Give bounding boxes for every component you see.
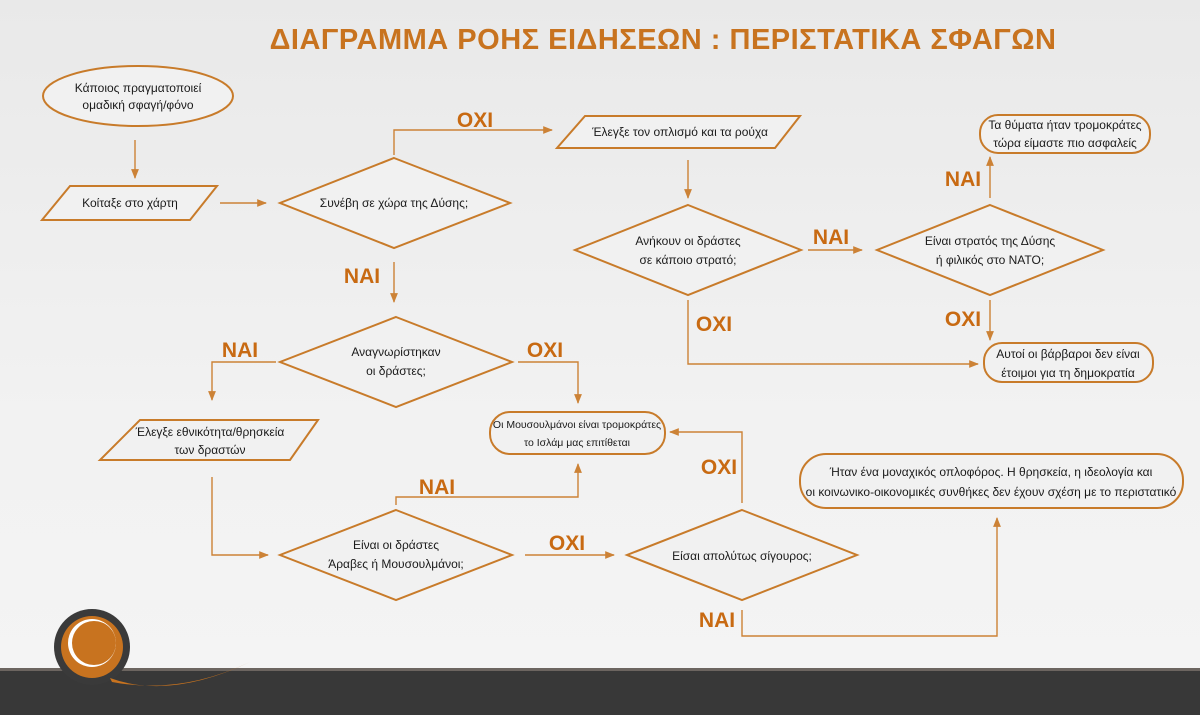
label-nato-yes: ΝΑΙ xyxy=(945,168,981,191)
edge-labels: ΟΧΙ ΝΑΙ ΝΑΙ ΟΧΙ ΝΑΙ ΟΧΙ ΝΑΙ ΟΧΙ ΝΑΙ ΟΧΙ … xyxy=(222,109,981,632)
label-west-no: ΟΧΙ xyxy=(457,109,493,132)
decision-sure: Είσαι απολύτως σίγουρος; xyxy=(624,508,860,602)
svg-text:Συνέβη σε χώρα της Δύσης;: Συνέβη σε χώρα της Δύσης; xyxy=(320,196,468,210)
footer-bar xyxy=(0,668,1200,715)
arrow-arabs-yes xyxy=(395,463,582,505)
label-army-yes: ΝΑΙ xyxy=(813,226,849,249)
label-west-yes: ΝΑΙ xyxy=(344,265,380,288)
svg-text:Είσαι απολύτως σίγουρος;: Είσαι απολύτως σίγουρος; xyxy=(672,549,812,563)
svg-text:Έλεγξε τον οπλισμό και τα ρούχ: Έλεγξε τον οπλισμό και τα ρούχα xyxy=(591,125,768,139)
diagram-title: ΔΙΑΓΡΑΜΜΑ ΡΟΗΣ ΕΙΔΗΣΕΩΝ : ΠΕΡΙΣΤΑΤΙΚΑ ΣΦ… xyxy=(269,24,1057,56)
node-map: Κοίταξε στο χάρτη xyxy=(39,185,220,221)
label-army-no: ΟΧΙ xyxy=(696,313,732,336)
label-sure-no: ΟΧΙ xyxy=(701,456,737,479)
node-weapons: Έλεγξε τον οπλισμό και τα ρούχα xyxy=(554,115,803,149)
label-arabs-no: ΟΧΙ xyxy=(549,532,585,555)
arrow-ethnicity-arabs xyxy=(211,477,269,559)
arrow-army-no xyxy=(687,300,979,368)
arrow-identified-yes xyxy=(208,361,276,401)
terminal-lone-gunman: Ήταν ένα μοναχικός οπλοφόρος. Η θρησκεία… xyxy=(799,453,1184,509)
arrow-sure-yes xyxy=(741,517,1001,637)
arrow-identified-no xyxy=(518,361,582,404)
decision-west: Συνέβη σε χώρα της Δύσης; xyxy=(277,156,513,250)
svg-text:Ήταν ένα μοναχικός οπλοφόρος.: Ήταν ένα μοναχικός οπλοφόρος. Η θρησκεία… xyxy=(806,465,1177,499)
connectors xyxy=(131,126,1001,637)
arrow-west-no xyxy=(393,126,553,155)
label-identified-no: ΟΧΙ xyxy=(527,339,563,362)
svg-text:Κοίταξε στο χάρτη: Κοίταξε στο χάρτη xyxy=(82,196,178,210)
label-sure-yes: ΝΑΙ xyxy=(699,609,735,632)
label-identified-yes: ΝΑΙ xyxy=(222,339,258,362)
arrow-sure-no xyxy=(669,428,743,503)
label-nato-no: ΟΧΙ xyxy=(945,308,981,331)
label-arabs-yes: ΝΑΙ xyxy=(419,476,455,499)
